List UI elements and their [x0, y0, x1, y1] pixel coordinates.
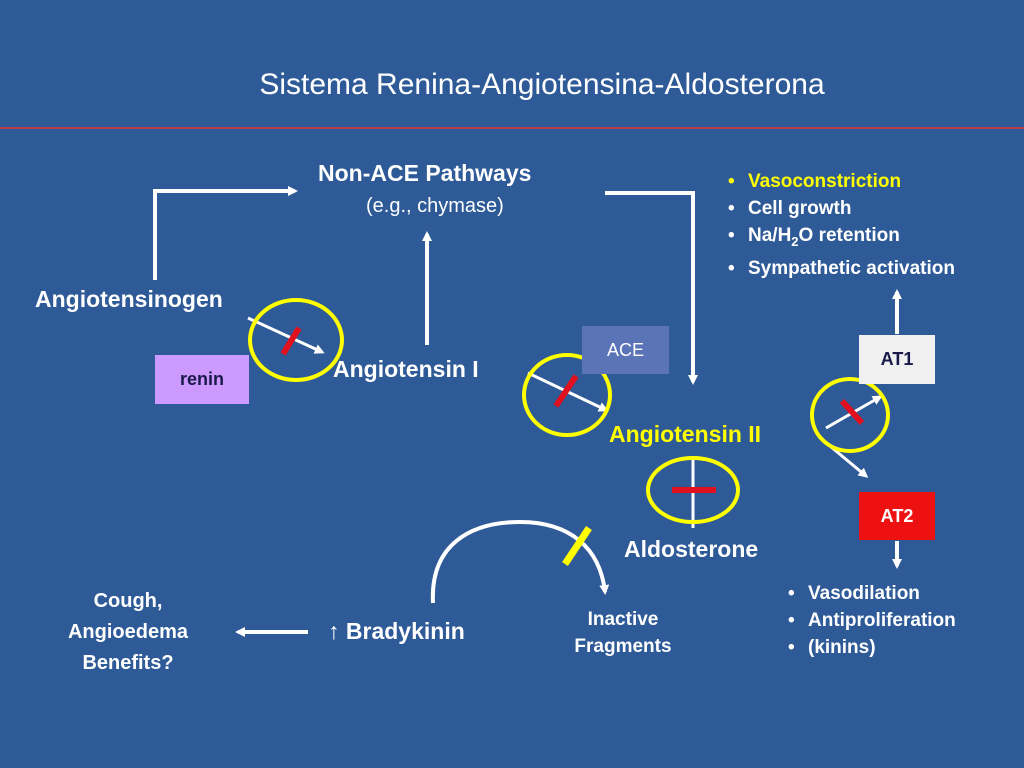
at1-effects-list: Vasoconstriction Cell growth Na/H2O rete… — [726, 168, 955, 282]
slide-title: Sistema Renina-Angiotensina-Aldosterona — [259, 68, 825, 101]
at1-effect-vasoconstriction: Vasoconstriction — [726, 168, 955, 195]
renin-box: renin — [155, 355, 249, 404]
inactive-fragments-line2: Fragments — [574, 636, 672, 657]
aldosterone-label: Aldosterone — [624, 536, 759, 562]
block-bar-renin — [280, 326, 302, 356]
inhibition-circle-aldosterone — [646, 456, 740, 524]
inactive-fragments-line1: Inactive — [587, 609, 659, 630]
at1-effect-sympathetic-activation: Sympathetic activation — [726, 255, 955, 282]
at1-effect-na-h2o-retention: Na/H2O retention — [726, 222, 955, 255]
arrow-angiotensinogen-to-angiotensin-i — [247, 316, 325, 354]
cough-line2: Angioedema — [67, 621, 189, 643]
angiotensin-ii-label: Angiotensin II — [609, 421, 762, 447]
non-ace-pathways-label: Non-ACE Pathways — [318, 160, 532, 186]
inhibition-circle-at1 — [810, 377, 890, 453]
cough-line3: Benefits? — [82, 652, 174, 674]
arrow-angiotensin-ii-to-at2 — [829, 444, 869, 478]
inhibition-circle-ace — [522, 353, 612, 437]
block-bar-ace — [553, 374, 579, 408]
at2-effects-list: Vasodilation Antiproliferation (kinins) — [786, 580, 956, 661]
title-divider — [0, 127, 1024, 129]
block-bar-bradykinin-degradation — [562, 526, 592, 566]
o-retention-text: O retention — [798, 225, 900, 246]
inactive-fragments-label: Inactive Fragments — [548, 606, 698, 660]
cough-line1: Cough, — [93, 590, 163, 612]
at1-effect-cell-growth: Cell growth — [726, 195, 955, 222]
arrow-non-ace-to-angiotensin-ii — [605, 191, 698, 385]
bradykinin-label: ↑ Bradykinin — [328, 618, 465, 644]
at2-effect-kinins: (kinins) — [786, 634, 956, 661]
angiotensinogen-label: Angiotensinogen — [35, 286, 223, 312]
na-h-text: Na/H — [748, 225, 792, 246]
arrow-bradykinin-to-inactive-fragments — [430, 519, 610, 604]
inhibition-circle-renin — [248, 298, 344, 382]
cough-angioedema-label: Cough, Angioedema Benefits? — [38, 586, 218, 679]
ace-box: ACE — [582, 326, 669, 374]
at2-effect-vasodilation: Vasodilation — [786, 580, 956, 607]
at1-box: AT1 — [859, 335, 935, 384]
at2-effect-antiproliferation: Antiproliferation — [786, 607, 956, 634]
at2-box: AT2 — [859, 492, 935, 540]
angiotensin-i-label: Angiotensin I — [333, 356, 479, 382]
arrow-angiotensinogen-to-non-ace — [153, 186, 298, 280]
block-bar-at1 — [839, 398, 865, 426]
non-ace-example-label: (e.g., chymase) — [366, 195, 504, 217]
h2o-subscript: 2 — [791, 233, 799, 249]
